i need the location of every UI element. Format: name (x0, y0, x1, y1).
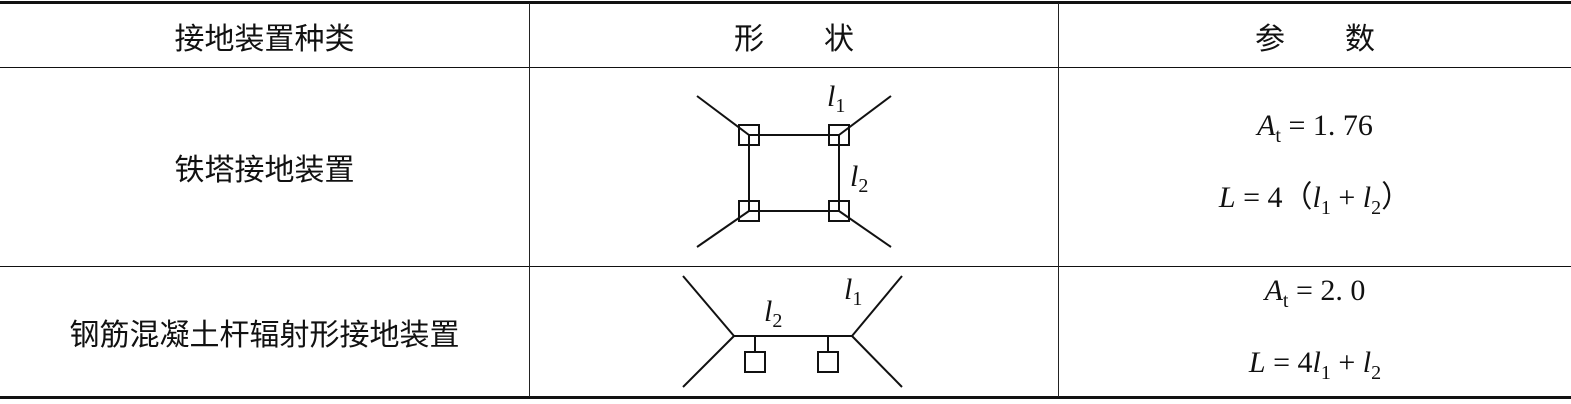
radial-line (851, 275, 903, 337)
electrode-square (738, 200, 760, 222)
electrode-square (828, 124, 850, 146)
radial-line (682, 275, 735, 337)
electrode-square (744, 351, 766, 373)
label-l2: l2 (850, 160, 868, 197)
label-l2: l2 (764, 295, 782, 332)
radial-line (696, 210, 750, 248)
row2-shape: l2 l1 (530, 267, 1058, 396)
header-params: 参数 (1059, 4, 1571, 67)
row1-params: At = 1. 76 L = 4（l1 + l2） (1059, 68, 1571, 266)
radial-line (838, 210, 892, 248)
radial-line (682, 335, 735, 388)
radial-line (851, 335, 903, 388)
col-divider-2 (1058, 3, 1059, 397)
row2-param-at: At = 2. 0 (1264, 273, 1366, 312)
tower-grounding-diagram: l1 l2 (696, 80, 892, 248)
label-l1: l1 (827, 80, 845, 117)
header-params-a: 参 (1255, 21, 1285, 57)
row2-type: 钢筋混凝土杆辐射形接地装置 (0, 267, 529, 396)
row-divider (0, 266, 1571, 267)
row2-params: At = 2. 0 L = 4l1 + l2 (1059, 267, 1571, 396)
row1-shape: l1 l2 (530, 68, 1058, 266)
header-type-text: 接地装置种类 (174, 21, 355, 57)
electrode-square (738, 124, 760, 146)
radial-line (696, 95, 750, 136)
row1-type-text: 铁塔接地装置 (174, 153, 355, 188)
bottom-rule (0, 396, 1571, 399)
pole-radial-diagram: l2 l1 (682, 273, 903, 388)
row2-type-text: 钢筋混凝土杆辐射形接地装置 (69, 317, 460, 353)
radial-line (838, 95, 892, 136)
header-shape-a: 形 (734, 21, 764, 57)
top-rule (0, 1, 1571, 4)
rect-conductor (748, 134, 840, 212)
col-divider-1 (529, 3, 530, 397)
label-l1: l1 (844, 273, 862, 310)
row1-param-l: L = 4（l1 + l2） (1218, 181, 1412, 219)
header-shape-b: 状 (824, 21, 854, 57)
header-shape: 形状 (530, 4, 1058, 67)
row1-param-at: At = 1. 76 (1257, 109, 1373, 147)
header-params-b: 数 (1345, 21, 1375, 57)
electrode-square (828, 200, 850, 222)
electrode-square (817, 351, 839, 373)
header-rule (0, 67, 1571, 68)
row2-param-l: L = 4l1 + l2 (1248, 345, 1382, 384)
header-type: 接地装置种类 (0, 4, 529, 67)
row1-type: 铁塔接地装置 (0, 68, 529, 266)
